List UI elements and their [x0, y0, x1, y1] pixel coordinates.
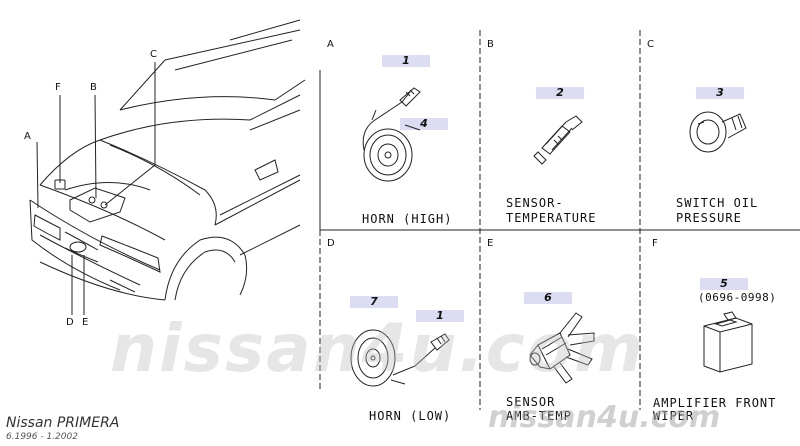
callout-e: E	[82, 317, 89, 328]
panel-c-caption-line2: PRESSURE	[676, 211, 742, 225]
ambient-temperature-sensor-drawing	[529, 312, 595, 384]
watermark-main: nissan4u.com	[110, 310, 645, 387]
part-5-date-range: (0696-0998)	[698, 291, 777, 304]
part-number-3[interactable]: 3	[696, 87, 744, 99]
watermark-corner: nissan4u.com	[488, 400, 721, 435]
panel-d-caption: HORN (LOW)	[369, 409, 452, 423]
panel-b-caption-line2: TEMPERATURE	[506, 211, 597, 225]
part-number-6[interactable]: 6	[524, 292, 572, 304]
oil-pressure-switch-drawing	[689, 111, 747, 153]
temperature-sensor-drawing	[533, 115, 583, 165]
part-number-7[interactable]: 7	[350, 296, 398, 308]
callout-f: F	[55, 82, 61, 93]
part-number-2[interactable]: 2	[536, 87, 584, 99]
part-number-1-low[interactable]: 1	[416, 310, 464, 322]
callout-d: D	[66, 317, 74, 328]
horn-high-drawing	[362, 87, 421, 182]
part-number-1[interactable]: 1	[382, 55, 430, 67]
panel-f-caption-line1: AMPLIFIER FRONT	[653, 396, 777, 410]
callout-b: B	[90, 82, 97, 93]
callout-c: C	[150, 49, 157, 60]
part-number-5[interactable]: 5	[700, 278, 748, 290]
panel-b-letter: B	[487, 39, 494, 50]
panel-a-caption: HORN (HIGH)	[362, 212, 453, 226]
panel-f-letter: F	[652, 238, 658, 249]
panel-e-letter: E	[487, 238, 494, 249]
panel-b-caption-line1: SENSOR-	[506, 196, 564, 210]
panel-a-letter: A	[327, 39, 334, 50]
panel-d-letter: D	[327, 238, 335, 249]
callout-a: A	[24, 131, 31, 142]
panel-e-caption-line1: SENSOR	[506, 395, 556, 409]
panel-f-caption-line2: WIPER	[653, 409, 695, 423]
car-illustration	[29, 19, 306, 315]
vehicle-dates: 6.1996 - 1.2002	[6, 432, 78, 442]
panel-c-letter: C	[647, 39, 654, 50]
wiper-amplifier-drawing	[703, 311, 753, 373]
panel-e-caption-line2: AMB-TEMP	[506, 409, 572, 423]
horn-low-drawing	[350, 329, 450, 387]
panel-c-caption-line1: SWITCH OIL	[676, 196, 759, 210]
vehicle-model: Nissan PRIMERA	[6, 415, 120, 431]
